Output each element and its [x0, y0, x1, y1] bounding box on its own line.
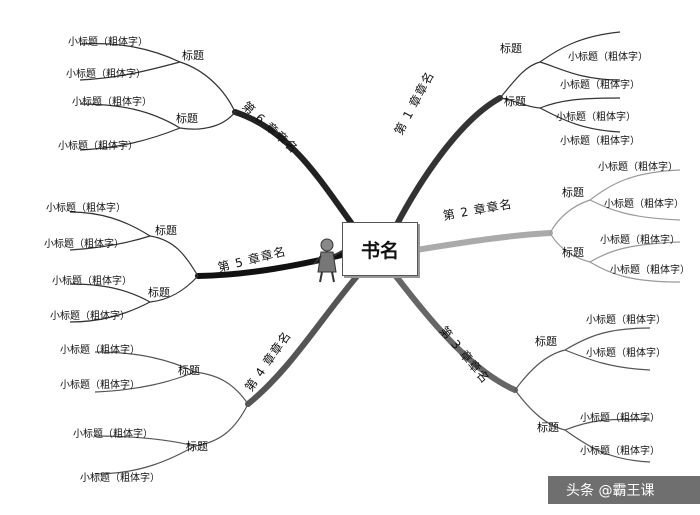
ch1-title-2: 标题	[504, 95, 526, 108]
ch3-title-2: 标题	[537, 421, 559, 434]
ch6-sub-4: 小标题（粗体字）	[58, 141, 138, 152]
watermark-text: 头条 @霸王课	[566, 483, 655, 499]
book-title: 书名	[360, 239, 399, 262]
ch3-sub-3: 小标题（粗体字）	[580, 413, 660, 424]
ch1-title-1: 标题	[500, 42, 522, 55]
ch2-sub-1: 小标题（粗体字）	[598, 162, 678, 173]
ch2-title-2: 标题	[562, 246, 584, 259]
ch5-sub-2: 小标题（粗体字）	[44, 239, 124, 250]
watermark: 头条 @霸王课	[548, 476, 700, 504]
ch6-sub-2: 小标题（粗体字）	[66, 69, 146, 80]
ch4-sub-3: 小标题（粗体字）	[73, 429, 153, 440]
chapter-1-branch	[392, 95, 503, 231]
ch6-sub-3: 小标题（粗体字）	[72, 97, 152, 108]
ch5-sub-3: 小标题（粗体字）	[52, 276, 132, 287]
ch4-sub-1: 小标题（粗体字）	[60, 345, 140, 356]
ch4-sub-4: 小标题（粗体字）	[80, 473, 160, 484]
figure-icon	[313, 238, 345, 283]
chapter-3-subbranches	[514, 327, 651, 463]
chapter-2-subbranches	[549, 169, 681, 283]
ch2-sub-4: 小标题（粗体字）	[610, 265, 690, 276]
ch1-sub-2: 小标题（粗体字）	[560, 80, 640, 91]
ch2-sub-3: 小标题（粗体字）	[600, 235, 680, 246]
ch6-sub-1: 小标题（粗体字）	[68, 37, 148, 48]
ch4-title-2: 标题	[186, 440, 208, 453]
ch5-title-2: 标题	[148, 286, 170, 299]
ch6-title-1: 标题	[182, 49, 204, 62]
chapter-5-subbranches	[69, 211, 199, 323]
ch4-sub-2: 小标题（粗体字）	[60, 380, 140, 391]
ch5-sub-4: 小标题（粗体字）	[50, 311, 130, 322]
ch3-title-1: 标题	[535, 335, 557, 348]
ch2-sub-2: 小标题（粗体字）	[604, 199, 684, 210]
chapter-2-branch	[413, 230, 553, 253]
chapter-6-subbranches	[79, 43, 236, 151]
ch4-title-1: 标题	[178, 364, 200, 377]
ch1-sub-3: 小标题（粗体字）	[556, 112, 636, 123]
chapter-4-branch	[245, 272, 361, 407]
ch3-sub-2: 小标题（粗体字）	[586, 348, 666, 359]
ch1-sub-4: 小标题（粗体字）	[560, 136, 640, 147]
ch1-sub-1: 小标题（粗体字）	[568, 52, 648, 63]
ch5-title-1: 标题	[155, 224, 177, 237]
ch2-title-1: 标题	[562, 186, 584, 199]
chapter-3-branch	[392, 272, 518, 393]
chapter-4-subbranches	[94, 351, 249, 475]
ch3-sub-4: 小标题（粗体字）	[580, 446, 660, 457]
chapter-1-subbranches	[499, 31, 621, 133]
ch6-title-2: 标题	[176, 112, 198, 125]
ch3-sub-1: 小标题（粗体字）	[586, 315, 666, 326]
ch5-sub-1: 小标题（粗体字）	[46, 203, 126, 214]
chapter-6-branch	[232, 109, 355, 227]
book-title-box: 书名	[342, 222, 418, 276]
